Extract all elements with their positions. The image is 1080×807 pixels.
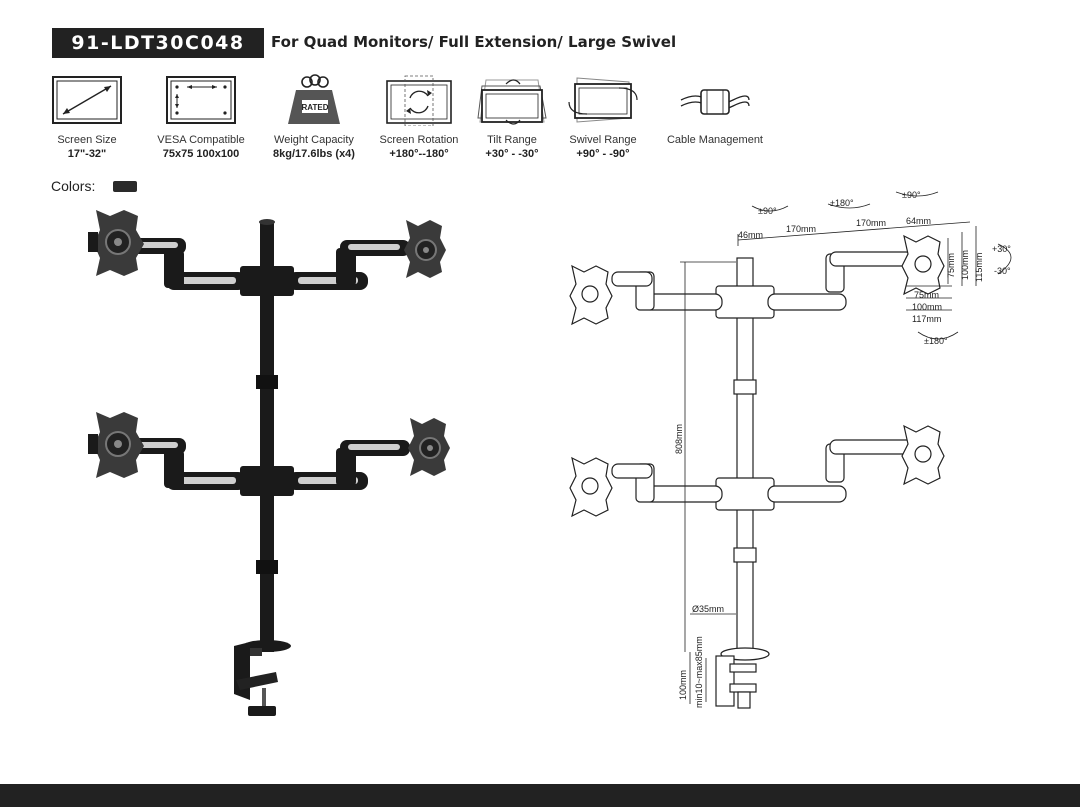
vesa-icon — [166, 76, 236, 124]
swivel-right-label: ±90° — [902, 190, 921, 200]
weight-icon: RATED — [288, 74, 340, 124]
spec-weight: RATED Weight Capacity 8kg/17.6lbs (x4) — [254, 74, 374, 160]
spec-value: +90° - -90° — [576, 148, 630, 160]
vesa-plate-top-left — [88, 210, 144, 276]
spec-label: Tilt Range — [487, 134, 537, 146]
spec-tilt: Tilt Range +30° - -30° — [452, 74, 572, 160]
spec-value: 8kg/17.6lbs (x4) — [273, 148, 355, 160]
w75-dim: 75mm — [914, 290, 939, 300]
colors-label: Colors: — [51, 178, 96, 194]
spec-swivel: Swivel Range +90° - -90° — [543, 74, 663, 160]
tilt-up-label: +30° — [992, 244, 1011, 254]
swivel-icon — [568, 77, 638, 123]
screen-size-icon — [52, 76, 122, 124]
color-swatch-black — [113, 181, 137, 192]
product-tagline: For Quad Monitors/ Full Extension/ Large… — [271, 33, 677, 51]
vesa-plate-top-right — [404, 220, 446, 278]
spec-value: +30° - -30° — [485, 148, 539, 160]
h115-dim: 115mm — [974, 253, 984, 282]
spec-label: Cable Management — [666, 134, 763, 146]
h75-dim: 75mm — [946, 253, 956, 278]
h100-dim: 100mm — [960, 250, 970, 280]
cable-icon — [680, 89, 750, 115]
technical-drawing: ±90° ±180° ±90° ±180° +30° -30° 46mm 170… — [569, 190, 1012, 709]
offset-dim: 46mm — [738, 230, 763, 240]
vesa-plate-bottom-right — [408, 418, 450, 476]
upper-arms — [116, 238, 410, 296]
rotation-label: ±180° — [924, 336, 948, 346]
clamp-height-dim: 100mm — [678, 670, 688, 700]
tilt-down-label: -30° — [994, 266, 1011, 276]
vesa-plate-bottom-left — [88, 412, 144, 478]
w100-dim: 100mm — [912, 302, 942, 312]
depth-dim: 64mm — [906, 216, 931, 226]
w117-dim: 117mm — [912, 314, 941, 324]
swivel-mid-label: ±180° — [830, 198, 854, 208]
arm2-dim: 170mm — [856, 218, 886, 228]
spec-vesa: VESA Compatible 75x75 100x100 — [141, 74, 261, 160]
spec-label: VESA Compatible — [157, 134, 245, 146]
spec-value: +180°--180° — [389, 148, 449, 160]
desk-clamp — [234, 642, 278, 716]
product-photo — [88, 210, 450, 716]
arm1-dim: 170mm — [786, 224, 816, 234]
pole-diameter-dim: Ø35mm — [692, 604, 724, 614]
spec-label: Weight Capacity — [274, 134, 354, 146]
rated-label: RATED — [302, 103, 329, 112]
model-number: 91-LDT30C048 — [52, 28, 264, 58]
spec-label: Screen Size — [57, 134, 117, 146]
footer-bar — [0, 784, 1080, 807]
spec-cable: Cable Management — [655, 74, 775, 146]
clamp-range-dim: min10~max85mm — [694, 636, 704, 708]
pole-height-dim: 808mm — [674, 424, 684, 454]
spec-label: Screen Rotation — [379, 134, 459, 146]
spec-screen-size: Screen Size 17"-32" — [27, 74, 147, 160]
spec-rotation: Screen Rotation +180°--180° — [359, 74, 479, 160]
lower-arms — [116, 438, 410, 496]
rotation-icon — [386, 75, 452, 126]
swivel-left-label: ±90° — [758, 206, 777, 216]
tilt-icon — [477, 79, 547, 125]
spec-label: Swivel Range — [569, 134, 637, 146]
spec-value: 75x75 100x100 — [162, 148, 240, 160]
spec-value: 17"-32" — [67, 148, 107, 160]
pole — [243, 219, 291, 652]
